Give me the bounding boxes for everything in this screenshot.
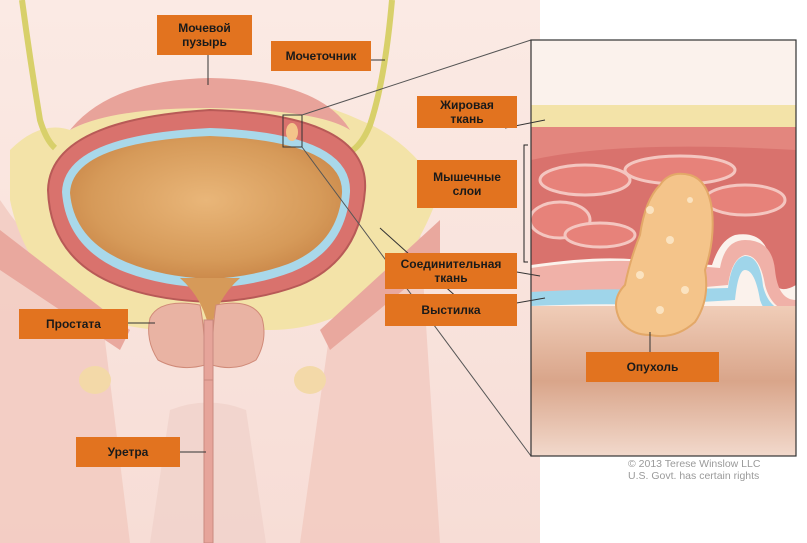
ureter-left [19,0,58,151]
bladder-lumen [70,136,343,279]
magnify-source-box [282,114,303,148]
credit-line-1: © 2013 Terese Winslow LLC [628,458,761,470]
label-urethra: Уретра [76,437,180,467]
prostate-gland [148,302,206,369]
bladder-neck [180,278,240,335]
label-fat-tissue: Жировая ткань [417,96,517,128]
label-muscle-layers: Мышечные слои [417,160,517,208]
tumor-mass [615,172,714,338]
label-lining: Выстилка [385,294,517,326]
label-connective-tissue: Соединительная ткань [385,253,517,289]
label-tumor: Опухоль [586,352,719,382]
muscle-bracket [523,144,528,263]
label-ureter: Мочеточник [271,41,371,71]
credit-line-2: U.S. Govt. has certain rights [628,470,760,482]
label-prostate: Простата [19,309,128,339]
copyright-credit: © 2013 Terese Winslow LLC U.S. Govt. has… [628,458,803,482]
bladder-dome [70,78,350,130]
ureter-right [348,0,395,155]
label-bladder: Мочевой пузырь [157,15,252,55]
